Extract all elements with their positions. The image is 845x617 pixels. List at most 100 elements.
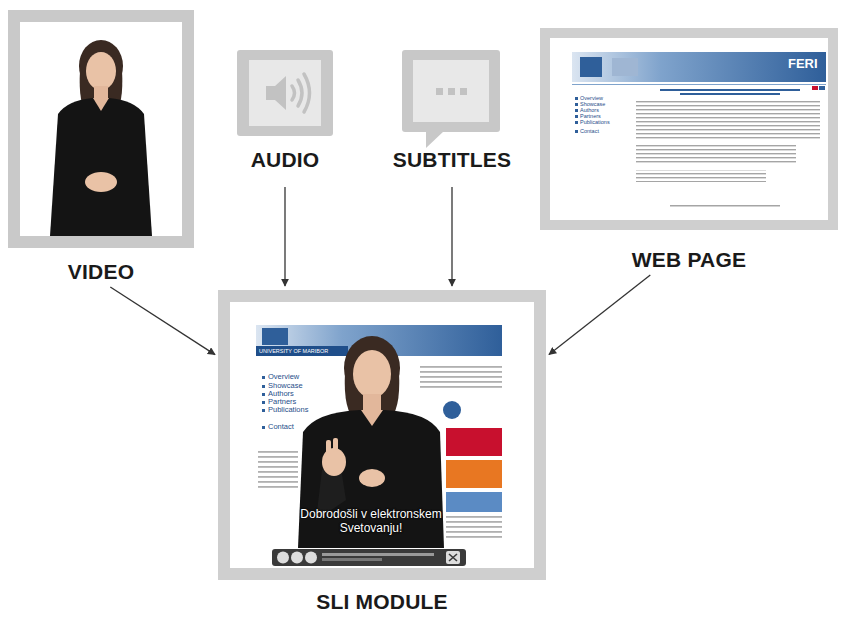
bubble-border — [402, 50, 500, 132]
sound-wave — [298, 80, 302, 106]
signing-hand — [359, 469, 385, 487]
finger — [333, 438, 338, 452]
page-text-bars — [420, 366, 502, 388]
subtitles-panel: SUBTITLES — [377, 50, 527, 171]
page-text-bars — [258, 450, 298, 490]
bullet — [575, 130, 578, 133]
hands — [85, 172, 117, 192]
neck — [363, 394, 381, 412]
page-icon — [443, 401, 461, 419]
player-button — [277, 552, 289, 564]
page-footer — [670, 205, 780, 207]
close-cross — [449, 554, 457, 561]
panel-caption: SUBTITLES — [393, 149, 511, 171]
time-display — [322, 558, 382, 561]
menu-link: Overview — [268, 373, 299, 382]
bullet — [575, 115, 578, 118]
page-tile — [446, 492, 502, 512]
arrow-connector — [110, 287, 215, 355]
player-button — [291, 552, 303, 564]
page-text-bars — [636, 170, 766, 182]
player-bar — [272, 549, 466, 566]
face — [86, 52, 116, 90]
sli-module-panel: SLI MODULE — [218, 290, 546, 613]
page-text-bars — [446, 516, 502, 540]
frame-inner — [20, 22, 182, 236]
menu-link: Contact — [268, 423, 294, 432]
video-frame — [8, 10, 194, 248]
logo — [580, 57, 602, 77]
page-text-bars — [636, 145, 796, 165]
sound-wave — [304, 74, 310, 112]
flag — [812, 86, 818, 90]
menu-link: Showcase — [580, 101, 605, 107]
header-strip — [256, 346, 348, 356]
menu-link: Partners — [580, 113, 601, 119]
menu-link: Overview — [580, 95, 603, 101]
web-page-panel: WEB PAGE — [540, 28, 838, 271]
bullet — [575, 121, 578, 124]
neckline — [93, 98, 109, 111]
panel-caption: SLI MODULE — [316, 591, 448, 613]
bullet — [262, 376, 265, 379]
menu-link: Contact — [580, 128, 599, 134]
frame-inner — [550, 38, 828, 220]
neckline — [361, 410, 383, 426]
bullet — [575, 109, 578, 112]
arrow-connector — [549, 275, 650, 355]
sli-module-frame — [218, 290, 546, 580]
icon-border — [237, 50, 333, 136]
rule — [572, 84, 826, 85]
dot — [448, 88, 455, 95]
web-page-frame — [540, 28, 838, 230]
frame-border — [540, 28, 838, 230]
arrow-connector — [284, 187, 285, 286]
player-button — [305, 552, 317, 564]
frame-border — [8, 10, 194, 248]
logo — [262, 328, 288, 345]
frame-inner — [230, 302, 534, 568]
page-heading-bar — [680, 93, 780, 95]
page-heading-bar — [660, 89, 800, 91]
bullet — [262, 393, 265, 396]
frame-border — [218, 290, 546, 580]
flag — [819, 86, 825, 90]
bullet — [575, 103, 578, 106]
signing-hand — [322, 448, 346, 476]
page-tile — [446, 428, 502, 456]
arrow-connector — [451, 187, 452, 286]
face — [353, 350, 391, 398]
audio-panel: AUDIO — [237, 50, 333, 171]
bullet — [262, 426, 265, 429]
bullet — [262, 401, 265, 404]
sound-wave — [292, 86, 295, 100]
speaker-symbol — [266, 76, 286, 110]
page-tile — [446, 460, 502, 488]
icon-inner — [249, 60, 321, 126]
panel-caption: VIDEO — [68, 261, 134, 283]
dot — [460, 88, 467, 95]
progress-bar — [322, 553, 434, 556]
subtitle-caption: Dobrodošli v elektronskem Svetovanju! — [281, 508, 461, 536]
menu-link: Authors — [580, 107, 599, 113]
bullet — [575, 97, 578, 100]
bubble-tail — [426, 131, 444, 148]
bullet — [262, 385, 265, 388]
page-header — [572, 52, 826, 82]
menu-link: Publications — [580, 119, 610, 125]
panel-caption: WEB PAGE — [632, 249, 746, 271]
page-text-bars — [636, 99, 820, 139]
menu-link: Publications — [268, 406, 308, 415]
logo — [612, 58, 638, 76]
audio-icon — [237, 50, 333, 136]
close-button — [446, 551, 460, 564]
dot — [436, 88, 443, 95]
finger — [326, 440, 331, 454]
video-panel: VIDEO — [8, 10, 194, 283]
site-logo-text: FERI — [788, 57, 818, 72]
university-name: UNIVERSITY OF MARIBOR — [259, 348, 328, 354]
